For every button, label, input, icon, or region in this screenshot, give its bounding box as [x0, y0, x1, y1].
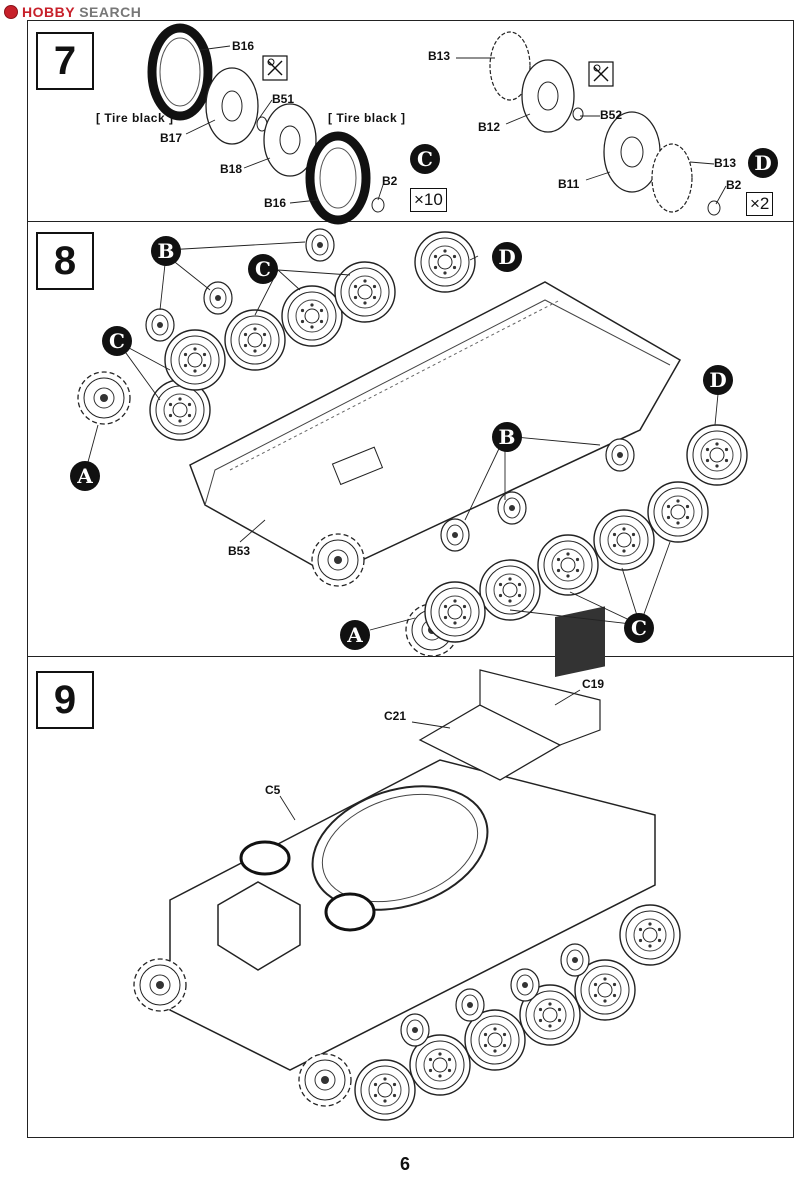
trim-cutter-icon: [262, 55, 288, 81]
callout-badge: C: [102, 326, 132, 356]
part-label: B2: [726, 178, 742, 192]
logo-text-secondary: SEARCH: [74, 4, 142, 20]
quantity-box: ×10: [410, 188, 447, 212]
part-label: B51: [272, 92, 295, 106]
part-label: C5: [265, 783, 281, 797]
page-number: 6: [399, 1154, 410, 1174]
callout-badge: B: [492, 422, 522, 452]
part-label: B12: [478, 120, 501, 134]
part-label: B13: [428, 49, 451, 63]
trim-cutter-icon: [588, 61, 614, 87]
step9-hull-drawing: [133, 606, 681, 1121]
part-label: B11: [558, 177, 580, 191]
step-number-box: 7: [36, 32, 94, 90]
instruction-frame: [27, 20, 794, 1138]
step7-right-assembly: [489, 31, 721, 216]
callout-badge: A: [340, 620, 370, 650]
logo-mark-icon: [4, 5, 18, 19]
part-label: B52: [600, 108, 623, 122]
paint-note: [ Tire black ]: [96, 111, 174, 125]
part-label: B18: [220, 162, 243, 176]
step-number: 9: [53, 677, 77, 722]
part-label: B16: [264, 196, 287, 210]
step-number: 8: [53, 238, 77, 283]
callout-badge: D: [492, 242, 522, 272]
callout-badge: B: [151, 236, 181, 266]
part-label: B17: [160, 131, 183, 145]
step7-left-assembly: [147, 23, 385, 225]
divider-step7-step8: [27, 221, 794, 222]
part-label: C19: [582, 677, 605, 691]
hobby-search-logo: HOBBY SEARCH: [4, 4, 141, 20]
logo-text: HOBBY SEARCH: [22, 4, 141, 20]
callout-badge: C: [624, 613, 654, 643]
leader-lines: [87, 45, 727, 821]
callout-badge: A: [70, 461, 100, 491]
paint-note: [ Tire black ]: [328, 111, 406, 125]
callout-badge: D: [748, 148, 778, 178]
part-label: B13: [714, 156, 737, 170]
step-number-box: 9: [36, 671, 94, 729]
part-label: B16: [232, 39, 255, 53]
part-label: C21: [384, 709, 407, 723]
part-label: B2: [382, 174, 398, 188]
quantity-box: ×2: [746, 192, 774, 216]
step-number: 7: [53, 38, 77, 83]
step8-hull-drawing: [77, 228, 748, 657]
callout-badge: D: [703, 365, 733, 395]
callout-badge: C: [248, 254, 278, 284]
logo-text-primary: HOBBY: [22, 4, 75, 20]
divider-step8-step9: [27, 656, 794, 657]
callout-badge: C: [410, 144, 440, 174]
step-number-box: 8: [36, 232, 94, 290]
part-label: B53: [228, 544, 251, 558]
